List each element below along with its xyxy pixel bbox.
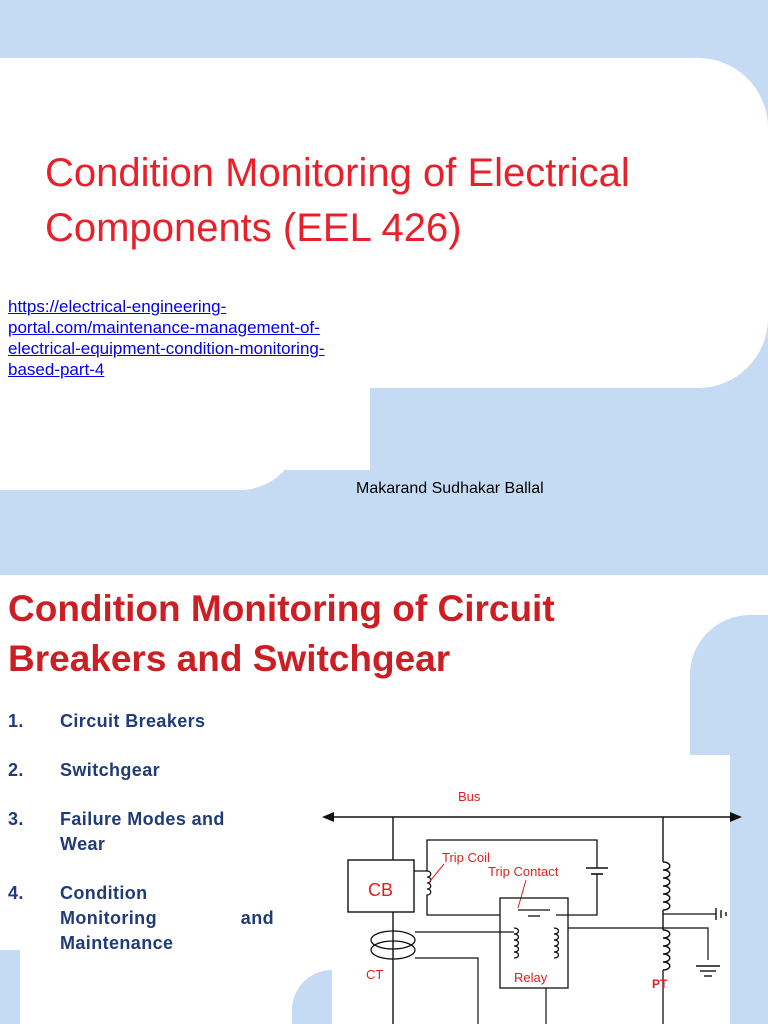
ct-ring [370,930,416,950]
cb-label: CB [368,880,393,900]
white-panel-left [0,575,730,1024]
link-line-1: https://electrical-engineering- [8,297,227,316]
slide-heading-line-1: Condition Monitoring of Circuit [8,588,555,629]
white-panel-bottom [0,380,300,490]
list-item: 3. Failure Modes and Wear [8,807,274,857]
list-item-label: Switchgear [60,760,161,780]
ct-wire-return [415,957,479,1024]
list-item-number: 2. [8,760,24,780]
trip-coil-pointer [429,863,445,882]
list-item-label: Circuit Breakers [60,711,206,731]
slide-title-line-1: Condition Monitoring of Electrical [45,151,630,195]
trip-circuit-return [556,874,598,916]
list-item: 1. Circuit Breakers [8,709,274,734]
reference-link[interactable]: https://electrical-engineering- portal.c… [8,296,378,380]
trip-coil [426,870,500,916]
cb-box [347,859,415,913]
list-item-label-line-1: Failure Modes and [60,809,225,829]
list-item-label-line-3: Maintenance [60,933,174,953]
bus-label: Bus [458,789,481,804]
ct-ring [370,940,416,960]
pt-primary [662,861,671,911]
slide-heading: Condition Monitoring of Circuit Breakers… [8,584,748,684]
slide-heading-line-2: Breakers and Switchgear [8,638,451,679]
relay-coil-left [513,927,520,959]
trip-contact-label: Trip Contact [488,864,559,879]
list-item-number: 1. [8,711,24,731]
topic-list: 1. Circuit Breakers 2. Switchgear 3. Fai… [8,709,274,968]
relay-box [499,897,569,989]
list-item-number: 3. [8,809,24,829]
circuit-breaker-diagram: Bus CB Trip Coil Trip Contact Relay CT P… [322,789,742,1024]
list-item-label-line-2: Wear [60,834,106,854]
trip-coil-label: Trip Coil [442,850,490,865]
link-line-4: based-part-4 [8,360,105,379]
relay-label: Relay [514,970,548,985]
relay-coil-right [553,927,560,959]
title-slide: Condition Monitoring of Electrical Compo… [0,58,768,490]
author-name: Makarand Sudhakar Ballal [356,480,544,497]
ct-label: CT [366,967,383,982]
trip-circuit-top [414,839,598,872]
pt-relay-wire [568,927,709,960]
slide-title-line-2: Components (EEL 426) [45,206,462,250]
list-item: 4. Condition Monitoring and Maintenance [8,881,274,956]
link-line-3: electrical-equipment-condition-monitorin… [8,339,325,358]
list-item: 2. Switchgear [8,758,274,783]
slide-title: Condition Monitoring of Electrical Compo… [45,146,745,256]
link-line-2: portal.com/maintenance-management-of- [8,318,320,337]
pt-secondary [662,929,671,971]
list-item-label-line-1: Condition [60,883,148,903]
blue-corner-top-right [690,615,768,755]
bus-bar [322,812,742,822]
pt-label: PT [652,977,668,991]
blue-corner-bottom-left [0,950,20,1024]
list-item-label-line-2: Monitoring and [60,908,274,928]
trip-contact-pointer [517,879,527,909]
content-slide [0,575,768,1024]
list-item-number: 4. [8,883,24,903]
